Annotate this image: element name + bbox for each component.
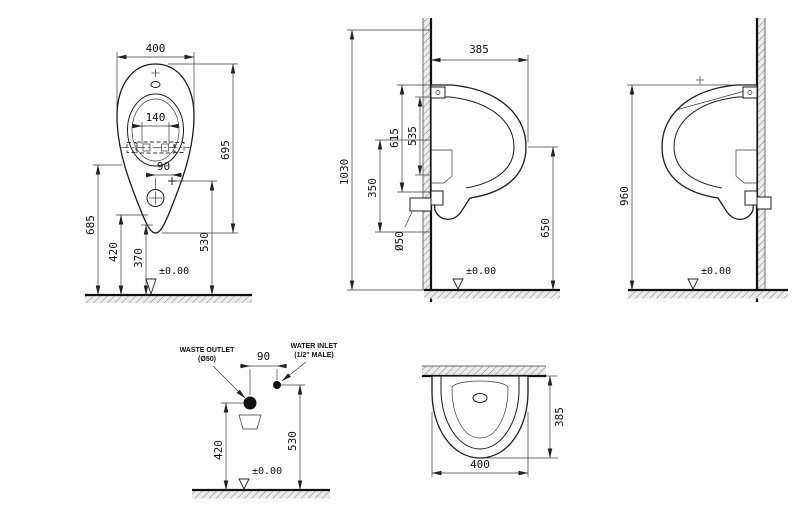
top-fixing-bracket xyxy=(742,86,758,99)
dimension-offset-90: 90 xyxy=(145,160,182,189)
water-inlet-point xyxy=(273,381,281,389)
dimension-615: 615 xyxy=(388,84,431,193)
svg-text:530: 530 xyxy=(198,232,211,252)
dimension-530: 530 xyxy=(176,180,217,296)
svg-text:685: 685 xyxy=(84,215,97,235)
floor-slab xyxy=(85,293,252,303)
svg-text:385: 385 xyxy=(469,43,489,56)
bowl-rim-outer xyxy=(127,93,184,167)
wall-section xyxy=(422,18,433,302)
svg-text:90: 90 xyxy=(157,160,170,173)
dimension-height-695: 695 xyxy=(162,63,238,234)
fixing-hole-cross xyxy=(696,76,704,84)
top-fixing-bracket xyxy=(430,86,446,99)
fixing-hole-cross xyxy=(151,69,160,77)
urinal-front-outline xyxy=(116,63,195,234)
svg-text:535: 535 xyxy=(406,126,419,146)
urinal-top-outline xyxy=(431,375,529,459)
dimension-width-400: 400 xyxy=(116,42,195,108)
datum-level: ±0.00 xyxy=(687,266,731,291)
svg-text:±0.00: ±0.00 xyxy=(701,266,731,277)
outlet-fitting xyxy=(238,414,262,430)
side-view-drawing: 385 535 615 350 1030 xyxy=(338,18,560,302)
waste-outlet-label: WASTE OUTLET (Ø50) xyxy=(180,347,246,399)
hidden-mounting-bracket xyxy=(126,141,185,154)
top-view-drawing: 385 400 xyxy=(422,365,566,477)
waste-outlet-point xyxy=(243,396,257,410)
svg-text:Ø50: Ø50 xyxy=(393,231,406,251)
dimension-420: 420 xyxy=(107,214,148,296)
bowl-opening xyxy=(451,380,509,439)
svg-text:(Ø50): (Ø50) xyxy=(198,356,216,363)
svg-text:960: 960 xyxy=(618,186,631,206)
waste-diameter-label: Ø50 xyxy=(393,211,413,251)
dimension-530: 530 xyxy=(281,384,305,491)
dimension-depth-385: 385 xyxy=(486,375,566,459)
inlet-hole xyxy=(472,393,488,403)
svg-text:385: 385 xyxy=(553,407,566,427)
svg-text:530: 530 xyxy=(286,431,299,451)
waste-pipe-stub xyxy=(756,196,772,210)
svg-text:WASTE OUTLET: WASTE OUTLET xyxy=(180,347,236,354)
dimension-350: 350 xyxy=(366,139,431,233)
trap-detail xyxy=(735,149,757,184)
wall-section xyxy=(755,18,766,302)
svg-text:(1/2" MALE): (1/2" MALE) xyxy=(294,352,334,359)
waste-drain-symbol xyxy=(146,189,165,207)
svg-text:350: 350 xyxy=(366,178,379,198)
outlet-box xyxy=(744,190,758,206)
svg-text:±0.00: ±0.00 xyxy=(466,266,496,277)
dimension-depth-385: 385 xyxy=(430,43,529,142)
dimension-420: 420 xyxy=(212,402,243,491)
svg-text:1030: 1030 xyxy=(338,159,351,186)
connection-detail-drawing: WASTE OUTLET (Ø50) WATER INLET (1/2" MAL… xyxy=(180,343,339,499)
datum-level: ±0.00 xyxy=(238,466,282,491)
svg-text:650: 650 xyxy=(539,218,552,238)
bowl-rim-inner xyxy=(131,98,180,162)
svg-text:420: 420 xyxy=(107,242,120,262)
urinal-side-rim xyxy=(431,96,515,189)
urinal-top-rim xyxy=(440,375,520,450)
svg-text:90: 90 xyxy=(257,350,270,363)
dimension-inner-140: 140 xyxy=(132,111,179,144)
svg-text:400: 400 xyxy=(146,42,166,55)
svg-text:140: 140 xyxy=(146,111,166,124)
datum-level: ±0.00 xyxy=(145,266,189,296)
dimension-685: 685 xyxy=(84,164,122,296)
dimension-535: 535 xyxy=(406,96,431,176)
trap-detail xyxy=(431,149,453,184)
dimension-650: 650 xyxy=(528,146,558,291)
dimension-1030: 1030 xyxy=(338,29,431,291)
urinal-side-rim xyxy=(673,96,757,189)
waste-pipe-stub xyxy=(409,197,432,212)
floor-slab xyxy=(192,488,330,499)
datum-level: ±0.00 xyxy=(452,266,496,291)
svg-text:±0.00: ±0.00 xyxy=(159,266,189,277)
svg-text:±0.00: ±0.00 xyxy=(252,466,282,477)
dimension-370: 370 xyxy=(132,224,153,296)
svg-text:370: 370 xyxy=(132,248,145,268)
svg-text:400: 400 xyxy=(470,458,490,471)
back-side-view-drawing: 960 ±0.00 xyxy=(618,18,788,302)
outlet-box xyxy=(430,190,444,206)
dimension-960: 960 xyxy=(618,84,733,291)
svg-text:420: 420 xyxy=(212,440,225,460)
dimension-width-400: 400 xyxy=(431,412,529,477)
floor-slab xyxy=(347,288,560,299)
inlet-position-cross xyxy=(168,177,176,185)
spreader-section-line xyxy=(675,88,753,111)
svg-text:695: 695 xyxy=(219,140,232,160)
urinal-side-outline xyxy=(661,84,758,220)
floor-slab xyxy=(628,288,788,299)
wall-section xyxy=(422,365,546,378)
front-view-drawing: 400 140 90 695 685 xyxy=(84,42,252,303)
svg-text:615: 615 xyxy=(388,128,401,148)
inlet-hole xyxy=(150,81,161,88)
water-inlet-label: WATER INLET (1/2" MALE) xyxy=(281,343,339,382)
svg-text:WATER INLET: WATER INLET xyxy=(291,343,339,350)
urinal-side-outline xyxy=(430,84,527,220)
dimension-offset-90: 90 xyxy=(240,350,287,395)
